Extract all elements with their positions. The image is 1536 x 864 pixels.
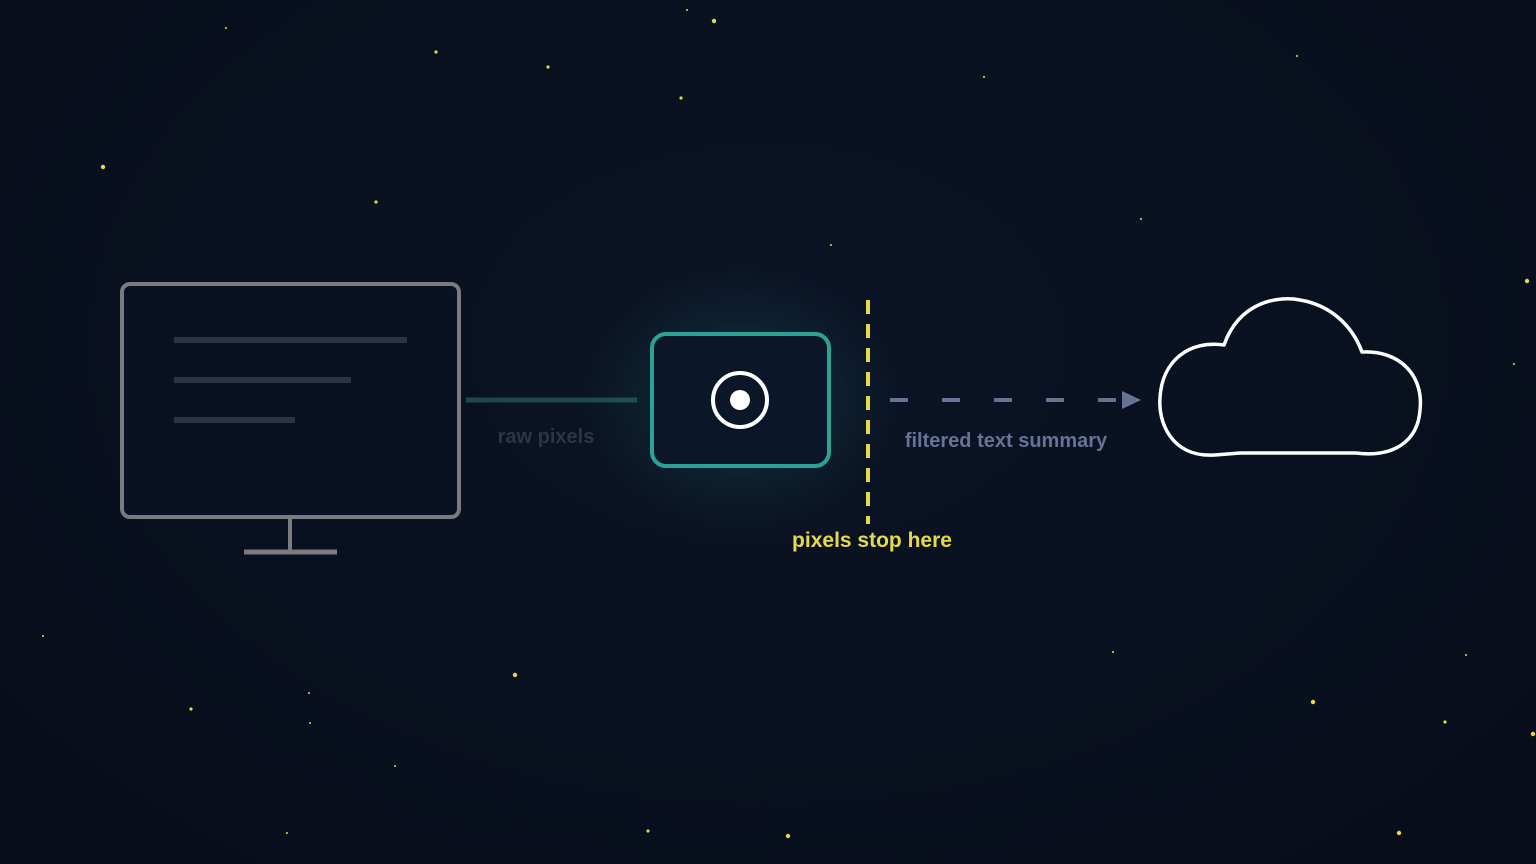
star — [309, 722, 311, 724]
star — [1443, 720, 1447, 724]
star — [286, 832, 288, 834]
star — [686, 9, 688, 11]
filtered-arrow — [890, 391, 1141, 409]
star — [785, 833, 791, 839]
filtered-summary-label: filtered text summary — [905, 430, 1108, 452]
star — [1112, 651, 1114, 653]
star — [1513, 363, 1515, 365]
star — [100, 164, 106, 170]
star — [1530, 731, 1536, 737]
star — [189, 707, 193, 711]
camera-lens-ring — [711, 371, 769, 429]
pixel-boundary-label: pixels stop here — [792, 529, 952, 552]
cloud-icon — [1158, 297, 1423, 457]
star — [830, 244, 832, 246]
monitor-icon — [120, 282, 461, 555]
star — [394, 765, 396, 767]
star — [434, 50, 438, 54]
camera-lens-dot — [730, 390, 750, 410]
star — [546, 65, 550, 69]
star — [1524, 278, 1530, 284]
star — [679, 96, 683, 100]
raw-pixels-label: raw pixels — [498, 426, 595, 448]
star — [1140, 218, 1142, 220]
star — [711, 18, 717, 24]
star — [1296, 55, 1298, 57]
star — [308, 692, 310, 694]
star — [225, 27, 227, 29]
arrow-head-icon — [1122, 391, 1141, 409]
star — [646, 829, 650, 833]
monitor-frame — [120, 282, 461, 519]
star — [1396, 830, 1402, 836]
camera-icon — [580, 265, 900, 535]
star — [983, 76, 985, 78]
star — [42, 635, 44, 637]
star — [374, 200, 378, 204]
star — [512, 672, 518, 678]
starfield — [42, 9, 1536, 839]
star — [1310, 699, 1316, 705]
star — [1465, 654, 1467, 656]
